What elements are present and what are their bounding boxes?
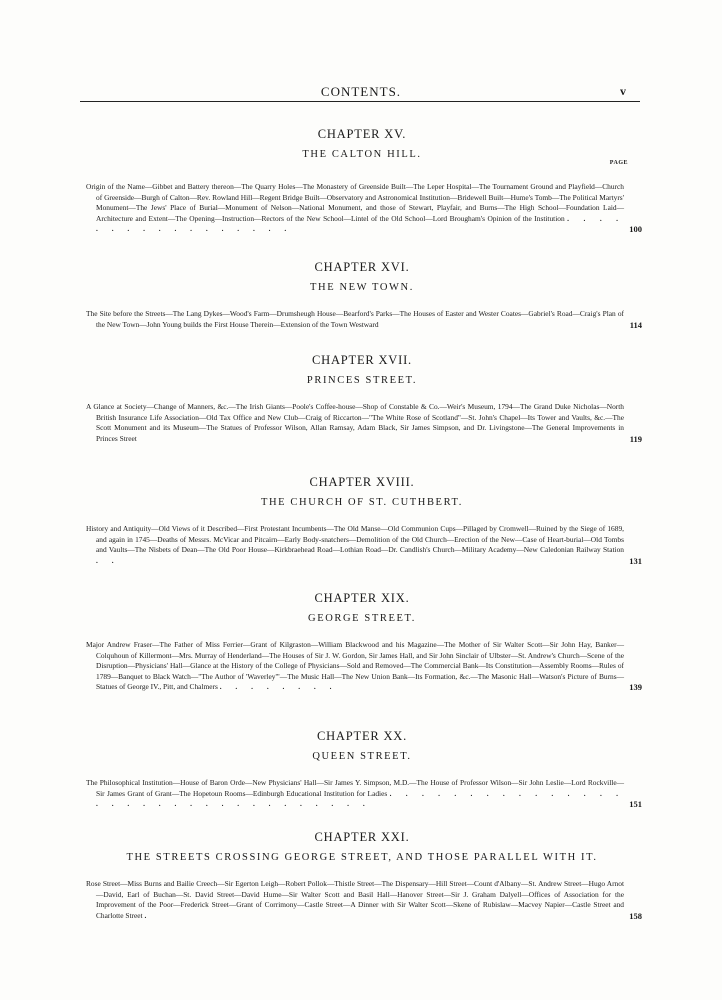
chapter-page-number: 139 bbox=[629, 682, 642, 693]
chapter-title: QUEEN STREET. bbox=[312, 751, 412, 762]
chapter-summary-text: The Site before the Streets—The Lang Dyk… bbox=[86, 309, 624, 329]
chapter-entry: CHAPTER XVIII. THE CHURCH OF ST. CUTHBER… bbox=[86, 474, 642, 566]
chapter-summary: A Glance at Society—Change of Manners, &… bbox=[86, 402, 642, 444]
chapter-entry: CHAPTER XVI. THE NEW TOWN. The Site befo… bbox=[86, 259, 642, 330]
chapter-summary-text: Major Andrew Fraser—The Father of Miss F… bbox=[86, 640, 624, 692]
chapter-title: THE STREETS CROSSING GEORGE STREET, AND … bbox=[126, 852, 598, 863]
chapter-entry: CHAPTER XVII. PRINCES STREET. A Glance a… bbox=[86, 352, 642, 444]
chapter-summary: The Philosophical Institution—House of B… bbox=[86, 778, 642, 810]
header-rule bbox=[80, 101, 640, 102]
chapter-number: CHAPTER XXI. bbox=[314, 830, 410, 844]
chapter-entry: CHAPTER XIX. GEORGE STREET. Major Andrew… bbox=[86, 590, 642, 693]
chapter-page-number: 119 bbox=[629, 433, 642, 444]
chapter-summary-text: The Philosophical Institution—House of B… bbox=[86, 778, 624, 798]
chapter-summary-text: Rose Street—Miss Burns and Bailie Creech… bbox=[86, 879, 624, 920]
page-column-label: PAGE bbox=[609, 160, 628, 166]
chapter-title: THE CALTON HILL. bbox=[302, 149, 422, 160]
chapter-number: CHAPTER XV. bbox=[317, 127, 407, 141]
chapter-summary-text: Origin of the Name—Gibbet and Battery th… bbox=[86, 182, 624, 223]
chapter-page-number: 100 bbox=[629, 224, 642, 235]
chapter-summary-text: History and Antiquity—Old Views of it De… bbox=[86, 524, 624, 555]
chapter-page-number: 131 bbox=[629, 555, 642, 566]
chapter-entry: CHAPTER XX. QUEEN STREET. The Philosophi… bbox=[86, 728, 642, 810]
chapter-number: CHAPTER XX. bbox=[316, 729, 408, 743]
chapter-entry: CHAPTER XXI. THE STREETS CROSSING GEORGE… bbox=[86, 829, 642, 921]
chapter-summary: Origin of the Name—Gibbet and Battery th… bbox=[86, 182, 642, 235]
chapter-number: CHAPTER XVIII. bbox=[309, 475, 415, 489]
chapter-summary: History and Antiquity—Old Views of it De… bbox=[86, 524, 642, 566]
chapter-title: THE NEW TOWN. bbox=[310, 282, 414, 293]
chapter-summary: The Site before the Streets—The Lang Dyk… bbox=[86, 309, 642, 330]
running-head: CONTENTS. v bbox=[0, 84, 722, 99]
chapter-title: PRINCES STREET. bbox=[306, 375, 418, 386]
page-title: CONTENTS. bbox=[320, 84, 402, 99]
chapter-number: CHAPTER XIX. bbox=[314, 591, 410, 605]
page-numeral: v bbox=[620, 84, 626, 98]
chapter-summary: Major Andrew Fraser—The Father of Miss F… bbox=[86, 640, 642, 693]
chapter-title: GEORGE STREET. bbox=[308, 613, 416, 624]
chapter-page-number: 114 bbox=[629, 319, 642, 330]
chapter-number: CHAPTER XVI. bbox=[314, 260, 410, 274]
chapter-title: THE CHURCH OF ST. CUTHBERT. bbox=[260, 497, 464, 508]
chapter-page-number: 151 bbox=[629, 799, 642, 810]
chapter-page-number: 158 bbox=[629, 910, 642, 921]
chapter-entry: CHAPTER XV. THE CALTON HILL. Origin of t… bbox=[86, 126, 642, 235]
chapter-summary: Rose Street—Miss Burns and Bailie Creech… bbox=[86, 879, 642, 921]
chapter-number: CHAPTER XVII. bbox=[312, 353, 412, 367]
chapter-summary-text: A Glance at Society—Change of Manners, &… bbox=[86, 402, 624, 443]
